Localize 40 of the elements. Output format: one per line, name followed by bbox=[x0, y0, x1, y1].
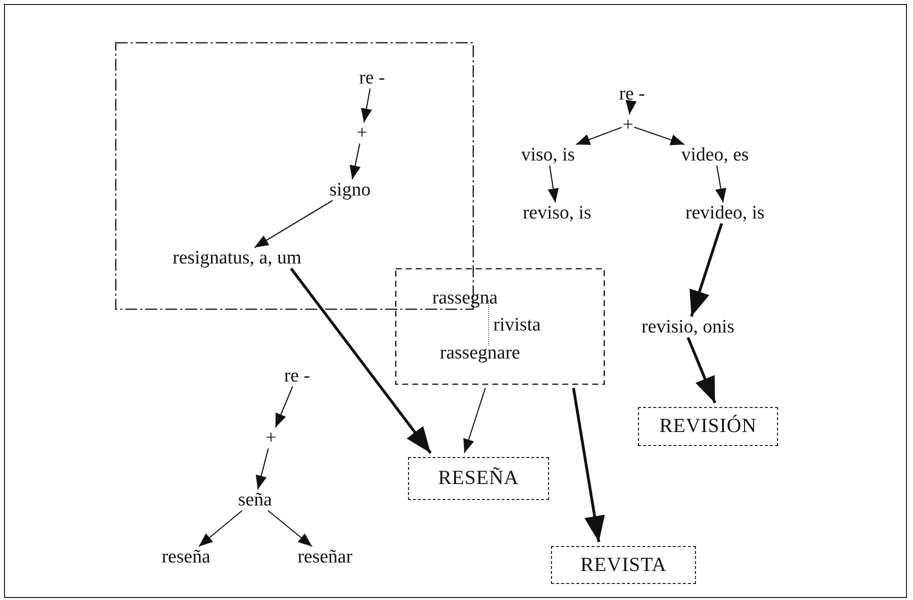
word-label: revisio, onis bbox=[642, 318, 734, 336]
word-label: re - bbox=[359, 68, 385, 88]
arrow bbox=[350, 143, 361, 180]
term-box: REVISTA bbox=[551, 546, 696, 584]
word-label: reviso, is bbox=[522, 204, 592, 222]
plus-sign: + bbox=[266, 428, 276, 448]
arrow bbox=[576, 126, 622, 146]
word-label: rassegna bbox=[432, 288, 498, 308]
arrow bbox=[690, 223, 723, 317]
arrow bbox=[290, 268, 432, 454]
term-box: REVISIÓN bbox=[638, 407, 778, 446]
term-box: RESEÑA bbox=[408, 457, 549, 500]
plus-sign: + bbox=[356, 124, 368, 142]
arrow bbox=[274, 386, 294, 428]
word-label: re - bbox=[284, 366, 310, 386]
word-label: seña bbox=[238, 490, 272, 510]
word-label: video, es bbox=[681, 146, 749, 164]
arrow bbox=[268, 510, 312, 547]
word-label: signo bbox=[329, 180, 371, 200]
group-frame bbox=[395, 268, 605, 385]
word-label: rassegnare bbox=[440, 344, 520, 362]
word-label: resignatus, a, um bbox=[172, 248, 302, 268]
plus-sign: + bbox=[622, 116, 634, 134]
arrow bbox=[198, 510, 243, 547]
word-label: reseñar bbox=[298, 548, 352, 566]
arrow bbox=[626, 100, 637, 115]
arrow bbox=[463, 388, 486, 454]
arrow bbox=[634, 126, 685, 146]
arrow bbox=[572, 388, 605, 542]
word-label: re - bbox=[619, 84, 645, 104]
arrow bbox=[256, 448, 269, 490]
arrow bbox=[686, 336, 716, 404]
word-label: reseña bbox=[162, 548, 210, 566]
arrow bbox=[360, 88, 372, 123]
word-label: revideo, is bbox=[685, 204, 765, 222]
arrow bbox=[715, 165, 726, 203]
word-label: rivista bbox=[493, 316, 541, 334]
arrow bbox=[254, 200, 333, 248]
arrow bbox=[548, 165, 559, 203]
word-label: viso, is bbox=[521, 146, 575, 164]
